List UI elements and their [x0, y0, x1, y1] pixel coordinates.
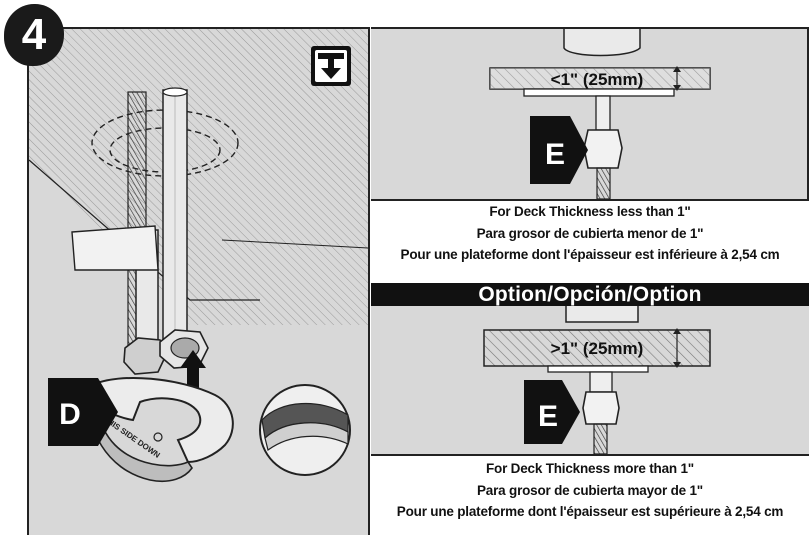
thick-deck-caption-es: Para grosor de cubierta mayor de 1" — [477, 482, 703, 498]
deck-underside — [28, 29, 369, 325]
wrench-detail-magnifier — [259, 384, 351, 476]
part-d-pointer: D — [48, 378, 118, 446]
thin-deck-diagram: <1" (25mm) E — [489, 29, 711, 200]
wrench-tool: THIS SIDE DOWN — [89, 377, 234, 483]
part-e-bottom-label: E — [538, 400, 558, 433]
thick-deck-measurement: >1" (25mm) — [551, 339, 644, 358]
lower-tube — [71, 225, 159, 346]
thin-deck-caption-fr: Pour une plateforme dont l'épaisseur est… — [400, 247, 780, 262]
thin-deck-illustration-panel — [371, 27, 809, 201]
up-arrow-icon — [180, 350, 206, 400]
thick-deck-diagram: >1" (25mm) E — [483, 306, 711, 455]
under-sink-install-icon — [311, 46, 351, 86]
thin-deck-caption-en: For Deck Thickness less than 1" — [489, 204, 691, 219]
step-number-badge: 4 — [4, 4, 64, 66]
option-banner: Option/Opción/Option — [371, 283, 809, 306]
part-e-top-label: E — [545, 138, 565, 171]
thick-deck-caption-en: For Deck Thickness more than 1" — [485, 461, 695, 476]
supply-tube — [162, 87, 188, 351]
part-d-label: D — [59, 398, 81, 431]
thick-deck-caption: For Deck Thickness more than 1" Para gro… — [371, 458, 809, 523]
thin-deck-caption-es: Para grosor de cubierta menor de 1" — [476, 225, 704, 241]
thin-deck-caption: For Deck Thickness less than 1" Para gro… — [371, 201, 809, 266]
thin-deck-measurement: <1" (25mm) — [551, 70, 644, 89]
thick-deck-caption-fr: Pour une plateforme dont l'épaisseur est… — [396, 504, 784, 519]
